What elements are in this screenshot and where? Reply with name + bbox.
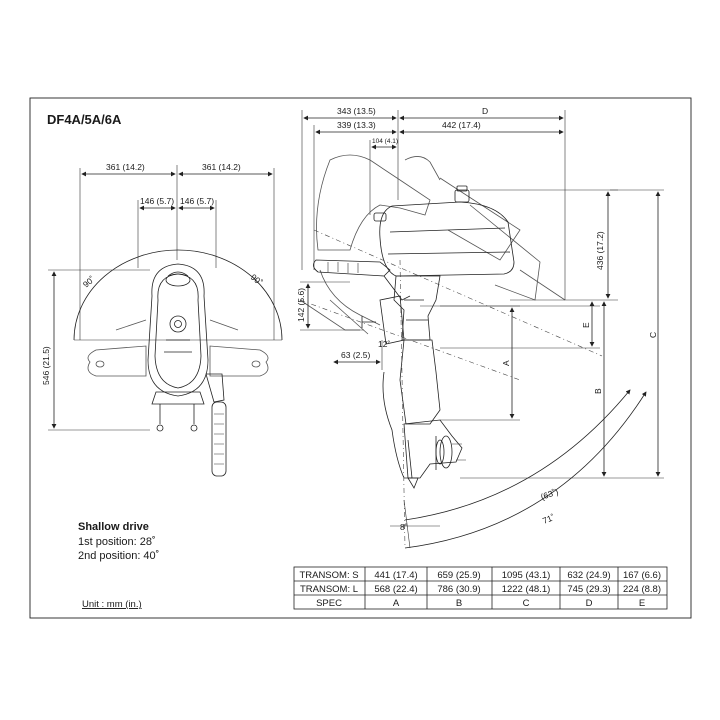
table-row-label: SPEC [316, 598, 342, 609]
dim-142-label: 142 (5.6) [296, 288, 306, 322]
dim-A-label: A [501, 360, 511, 366]
model-title: DF4A/5A/6A [47, 112, 122, 127]
dim-B-label: B [593, 388, 603, 394]
dim-E-label: E [581, 322, 591, 328]
table-cell: 1095 (43.1) [502, 570, 551, 581]
side-view: 343 (13.5) D 339 (13.3) 442 (17.4) 104 (… [296, 106, 664, 549]
table-cell: 745 (29.3) [567, 584, 610, 595]
table-cell: 659 (25.9) [437, 570, 480, 581]
front-inner-left-label: 146 (5.7) [140, 196, 174, 206]
table-cell: 224 (8.8) [623, 584, 661, 595]
unit-note: Unit : mm (in.) [82, 599, 142, 610]
front-angle-right: 90˚ [249, 272, 265, 288]
shallow-drive-heading: Shallow drive [78, 521, 149, 533]
table-cell: C [523, 598, 530, 609]
front-height-label: 546 (21.5) [41, 346, 51, 385]
shallow-drive-notes: Shallow drive 1st position: 28˚ 2nd posi… [78, 521, 159, 562]
table-cell: B [456, 598, 462, 609]
dim-C-label: C [648, 332, 658, 338]
front-angle-left: 90˚ [81, 274, 97, 290]
dim-343-label: 343 (13.5) [337, 106, 376, 116]
table-cell: 568 (22.4) [374, 584, 417, 595]
dim-12-label: 12˚ [378, 339, 390, 349]
dim-436-label: 436 (17.2) [595, 231, 605, 270]
table-cell: D [586, 598, 593, 609]
trim-8-label: 8˚ [400, 522, 408, 532]
spec-table: TRANSOM: S 441 (17.4) 659 (25.9) 1095 (4… [293, 566, 668, 610]
shallow-drive-first: 1st position: 28˚ [78, 536, 156, 548]
table-cell: 786 (30.9) [437, 584, 480, 595]
dim-442-label: 442 (17.4) [442, 120, 481, 130]
dim-D-top-label: D [482, 106, 488, 116]
front-width-left-label: 361 (14.2) [106, 162, 145, 172]
table-row-label: TRANSOM: L [300, 584, 358, 595]
dim-339-label: 339 (13.3) [337, 120, 376, 130]
table-cell: E [639, 598, 645, 609]
tilt-71-label: 71˚ [541, 512, 556, 526]
table-cell: 167 (6.6) [623, 570, 661, 581]
front-view: 361 (14.2) 361 (14.2) 146 (5.7) 146 (5.7… [41, 162, 283, 477]
table-row-label: TRANSOM: S [299, 570, 358, 581]
table-cell: 1222 (48.1) [502, 584, 551, 595]
dim-104-label: 104 (4.1) [372, 138, 398, 145]
shallow-drive-second: 2nd position: 40˚ [78, 550, 159, 562]
front-inner-right-label: 146 (5.7) [180, 196, 214, 206]
table-cell: A [393, 598, 400, 609]
diagram-frame [29, 97, 692, 619]
dim-63-label: 63 (2.5) [341, 350, 370, 360]
front-width-right-label: 361 (14.2) [202, 162, 241, 172]
tilt-63-label: (63˚) [539, 486, 559, 502]
table-cell: 632 (24.9) [567, 570, 610, 581]
table-cell: 441 (17.4) [374, 570, 417, 581]
